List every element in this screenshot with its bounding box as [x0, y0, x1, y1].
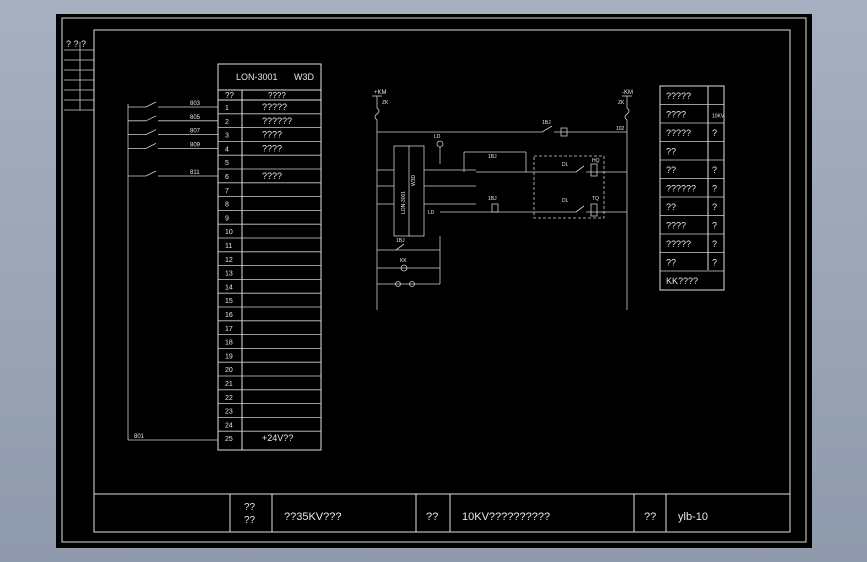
legend-row-text: ???? [666, 110, 686, 120]
relay-label-low: 1BJ [488, 196, 497, 202]
legend-row-text: ?? [666, 258, 676, 268]
legend-row-text: ????? [666, 128, 691, 138]
terminal-row-no: 4 [225, 146, 229, 153]
legend-row-mark: ? [712, 202, 717, 212]
terminal-row-no: 17 [225, 326, 233, 333]
control-schematic: +KM -KM ZK ZK 1BJ 102 LD LON-3001 W3D [372, 90, 633, 310]
terminal-row-no: 23 [225, 409, 233, 416]
kk-label: KK [400, 258, 407, 264]
cad-viewport[interactable]: ? ? ? LON-3001 W3D ?? ???? 1?????2??????… [56, 14, 812, 548]
outer-frame [61, 17, 807, 543]
terminal-header-right: W3D [294, 72, 315, 82]
terminal-row-no: 16 [225, 312, 233, 319]
input-contacts: 801 803 805 807 809 811 [127, 101, 218, 441]
legend-row-text: ????? [666, 91, 691, 101]
terminal-row-no: 5 [225, 160, 229, 167]
common-wire-label: 801 [134, 434, 145, 440]
ld-label: LD [434, 134, 441, 140]
fuse-left-label: ZK [382, 100, 389, 106]
terminal-row-no: 8 [225, 202, 229, 209]
terminal-row-no: 3 [225, 133, 229, 140]
w3d-box-label: W3D [411, 175, 417, 187]
title-cell-1: ?? [244, 502, 256, 513]
legend-row-mark: ? [712, 221, 717, 231]
tq-label: TQ [592, 196, 599, 202]
legend-row-text: KK???? [666, 276, 698, 286]
legend-row-mark: ? [712, 165, 717, 175]
terminal-row-no: 18 [225, 340, 233, 347]
fuse-right-label: ZK [618, 100, 625, 106]
legend-row-mark: ? [712, 239, 717, 249]
terminal-row-no: 12 [225, 257, 233, 264]
terminal-row-no: 6 [225, 174, 229, 181]
terminal-header-title: LON-3001 [236, 72, 278, 82]
legend-row-text: ?????? [666, 184, 696, 194]
bus-left-label: +KM [374, 90, 387, 96]
corner-marks: ? ? ? [66, 39, 86, 49]
terminal-row-name: ???? [262, 171, 282, 181]
title-block: ?? ?? ??35KV??? ?? 10KV?????????? ?? ylb… [93, 493, 791, 533]
hq-label: HQ [592, 158, 600, 164]
lon-box-label: LON-3001 [401, 191, 407, 214]
legend-row-mark: ? [712, 258, 717, 268]
terminal-row-no: 2 [225, 119, 229, 126]
relay-label-top: 1BJ [542, 120, 551, 126]
legend-row-text: ???? [666, 221, 686, 231]
legend-row-text: ?? [666, 202, 676, 212]
terminal-row-no: 15 [225, 298, 233, 305]
terminal-row-no: 19 [225, 353, 233, 360]
dl-label-top: DL [562, 162, 569, 168]
corner-revision-table: ? ? ? [64, 39, 94, 111]
legend-row-text: ????? [666, 239, 691, 249]
terminal-row-no: 7 [225, 188, 229, 195]
terminal-col-no: ?? [225, 91, 234, 100]
legend-row-mark: 10KV [712, 114, 725, 120]
terminal-col-name: ???? [268, 91, 286, 100]
dashed-breaker-box [533, 155, 605, 219]
relay-label-mid: 1BJ [488, 154, 497, 160]
terminal-row-name: ????? [262, 102, 287, 112]
terminal-row-no: 11 [225, 243, 232, 250]
legend-row-mark: ? [712, 184, 717, 194]
terminal-row-no: 24 [225, 422, 233, 429]
legend-row-text: ?? [666, 147, 676, 157]
legend-row-text: ?? [666, 165, 676, 175]
terminal-row-no: 20 [225, 367, 233, 374]
input-wire-label: 805 [190, 115, 201, 121]
title-cell-4: 10KV?????????? [462, 511, 550, 523]
input-wire-label: 811 [190, 170, 200, 176]
terminal-rows: 1????? 2?????? 3???? 4???? 5 6???? 7 8 9 10 11 12 13… [218, 102, 321, 443]
terminal-row-no: 13 [225, 271, 233, 278]
title-cell-1b: ?? [244, 515, 256, 526]
dl-label-low: DL [562, 198, 569, 204]
relay-label-bottom: 1BJ [396, 238, 405, 244]
terminal-row-name: ?????? [262, 116, 292, 126]
terminal-row-name: ???? [262, 143, 282, 153]
title-cell-2: ??35KV??? [284, 511, 342, 523]
terminal-row-no: 22 [225, 395, 233, 402]
terminal-row-name: +24V?? [262, 433, 293, 443]
wire-102-label: 102 [616, 126, 625, 132]
input-wire-label: 803 [190, 101, 201, 107]
terminal-row-no: 1 [225, 105, 229, 112]
input-wire-label: 809 [190, 142, 201, 148]
terminal-row-no: 25 [225, 436, 233, 443]
title-cell-6: ylb-10 [678, 511, 708, 523]
terminal-row-name: ???? [262, 130, 282, 140]
legend-table: ?????????10KV???????????????????????????… [659, 85, 725, 291]
legend-row-mark: ? [712, 128, 717, 138]
bus-right-label: -KM [622, 90, 633, 96]
title-cell-3: ?? [426, 511, 438, 523]
terminal-row-no: 10 [225, 229, 233, 236]
terminal-row-no: 14 [225, 284, 233, 291]
ld-label-low: LD [428, 210, 435, 216]
title-cell-5: ?? [644, 511, 656, 523]
terminal-row-no: 21 [225, 381, 233, 388]
terminal-block-table: LON-3001 W3D ?? ???? 1????? 2?????? 3???? 4… [217, 63, 322, 451]
terminal-row-no: 9 [225, 215, 229, 222]
input-wire-label: 807 [190, 129, 201, 135]
